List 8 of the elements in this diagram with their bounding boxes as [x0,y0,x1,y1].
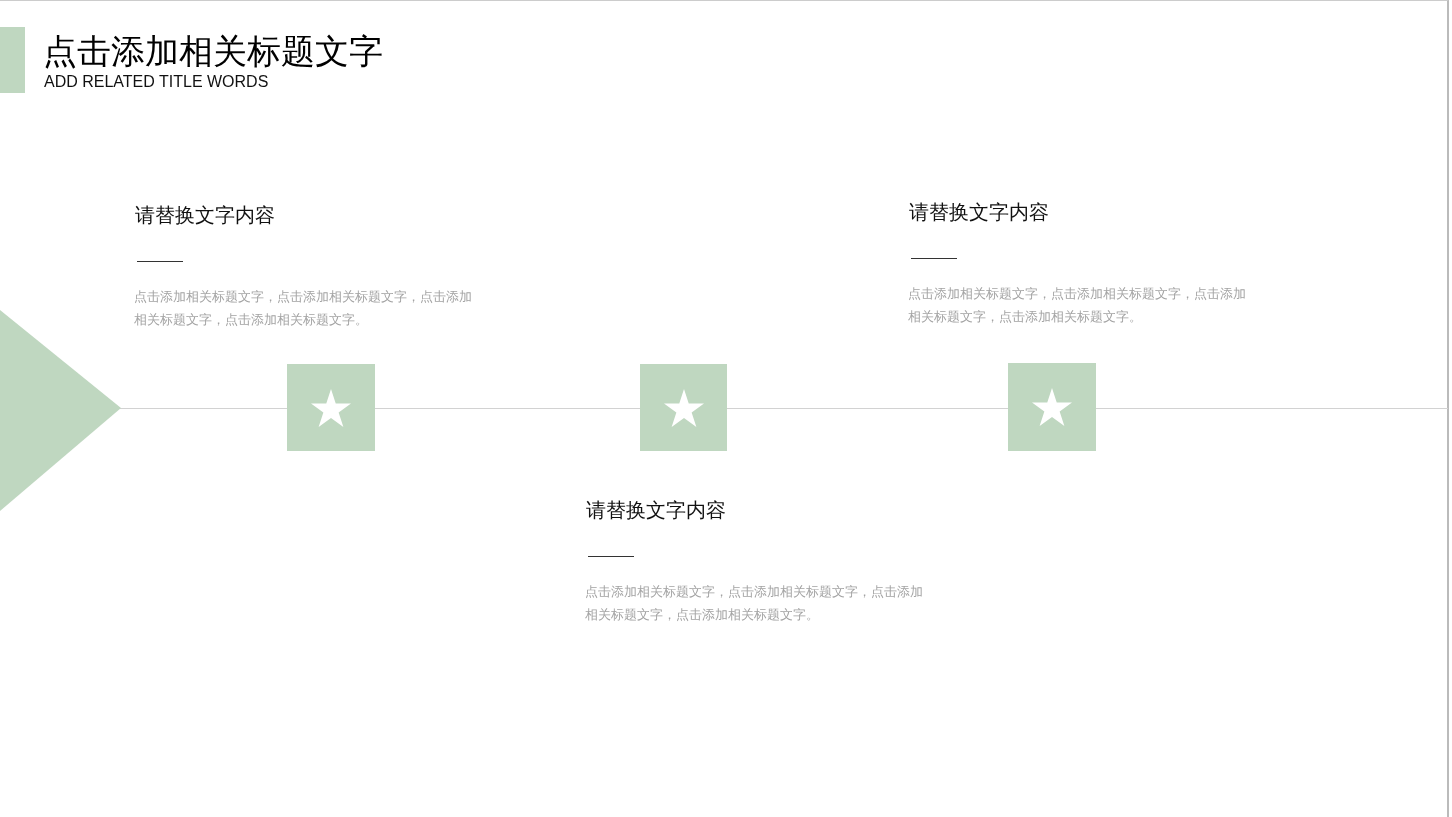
item-heading: 请替换文字内容 [909,200,1049,224]
item-heading: 请替换文字内容 [135,203,275,227]
slide-title: 点击添加相关标题文字 [43,31,383,71]
item-description: 点击添加相关标题文字，点击添加相关标题文字，点击添加相关标题文字，点击添加相关标题文字。 [908,285,1247,326]
item-description: 点击添加相关标题文字，点击添加相关标题文字，点击添加相关标题文字，点击添加相关标题文字。 [134,288,473,329]
slide-subtitle: ADD RELATED TITLE WORDS [44,72,269,91]
item-description: 点击添加相关标题文字，点击添加相关标题文字，点击添加相关标题文字，点击添加相关标题文字。 [585,583,924,624]
item-heading: 请替换文字内容 [586,498,726,522]
